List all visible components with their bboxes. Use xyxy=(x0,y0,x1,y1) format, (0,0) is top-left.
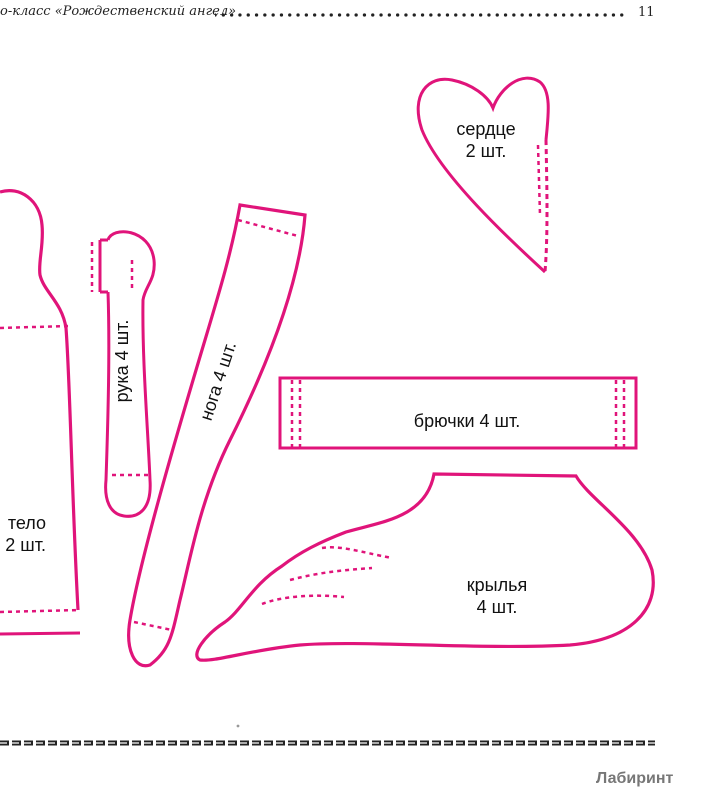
body-pattern xyxy=(0,189,81,636)
header-title: о-класс «Рождественский ангел» xyxy=(0,4,237,19)
heart-label: сердце 2 шт. xyxy=(440,118,532,162)
watermark-logo: Лабиринт xyxy=(596,770,674,787)
pants-label: брючки 4 шт. xyxy=(413,411,521,431)
wings-label: крылья 4 шт. xyxy=(452,574,542,618)
wings-pattern xyxy=(195,472,655,662)
wings-label-line1: крылья xyxy=(466,575,528,595)
heart-label-line2: 2 шт. xyxy=(465,141,507,161)
leg-pattern xyxy=(127,203,307,668)
heart-pattern xyxy=(416,76,550,274)
pants-pattern xyxy=(278,376,638,450)
wings-label-line2: 4 шт. xyxy=(476,597,518,617)
arm-pattern xyxy=(90,230,156,518)
body-label-line2: 2 шт. xyxy=(5,535,46,555)
page-header: о-класс «Рождественский ангел» 11 xyxy=(0,2,713,24)
header-dotted-rule xyxy=(215,13,625,17)
body-label-line1: тело xyxy=(7,513,46,533)
page-number: 11 xyxy=(638,5,655,20)
arm-label: рука 4 шт. xyxy=(112,319,132,403)
heart-label-line1: сердце xyxy=(456,119,516,139)
body-label: тело 2 шт. xyxy=(0,512,46,556)
speck xyxy=(236,724,240,728)
